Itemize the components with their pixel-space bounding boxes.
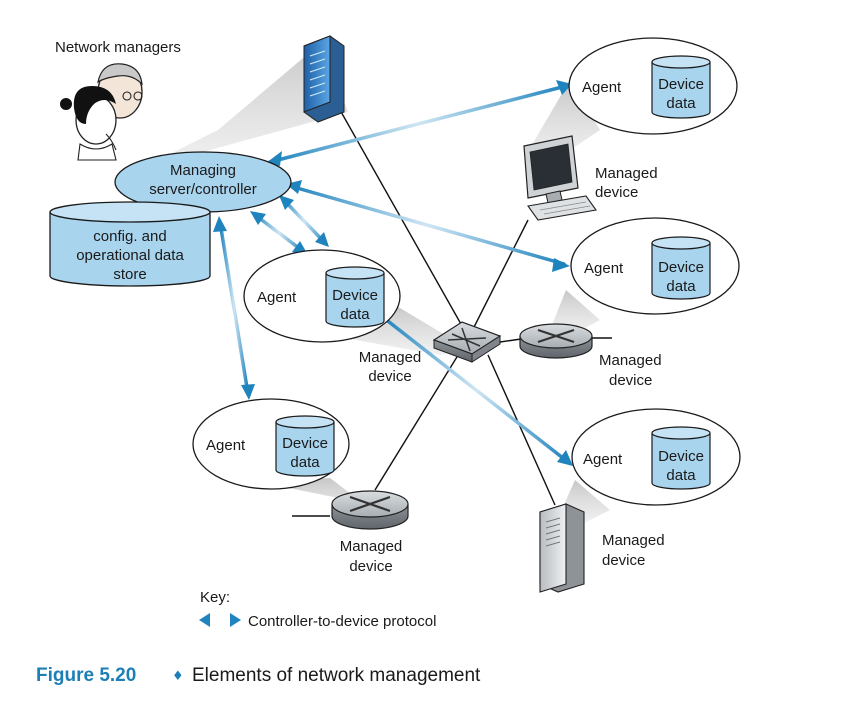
device-data-cylinder: Device data <box>275 415 335 477</box>
controller-label-line2: server/controller <box>149 181 257 198</box>
agent-label: Agent <box>257 289 297 306</box>
key-title: Key: <box>200 589 230 606</box>
arrow-controller-agent-top <box>268 84 568 164</box>
caption-bullet: ♦ <box>172 669 184 684</box>
router-icon-right <box>519 323 593 359</box>
desktop-computer-icon <box>523 135 597 221</box>
agent-label: Agent <box>206 437 246 454</box>
managed-device-label-router-bottom-line1: Managed <box>340 538 403 555</box>
store-label-line3: store <box>113 266 146 283</box>
network-links <box>292 109 612 517</box>
switch-icon <box>432 321 502 363</box>
agent-bubble-top: Agent Device data <box>568 37 738 135</box>
key-legend: Key: Controller-to-device protocol <box>199 589 436 630</box>
managing-server-icon <box>303 35 345 123</box>
device-data-line1: Device <box>658 76 704 93</box>
device-data-line1: Device <box>658 259 704 276</box>
store-label-line1: config. and <box>93 228 166 245</box>
agent-label: Agent <box>582 79 622 96</box>
device-data-line2: data <box>666 95 696 112</box>
managed-device-label-router-right-line1: Managed <box>599 352 662 369</box>
managed-device-label-pc-line1: Managed <box>595 165 658 182</box>
tower-server-icon <box>539 503 585 593</box>
figure-caption: Figure 5.20 ♦ Elements of network manage… <box>36 665 481 686</box>
managed-device-label-switch-line1: Managed <box>359 349 422 366</box>
arrow-controller-agent-bottom-left <box>218 220 250 396</box>
device-data-cylinder: Device data <box>325 266 385 328</box>
device-data-cylinder: Device data <box>651 426 711 490</box>
device-data-line2: data <box>290 454 320 471</box>
caption-text: Elements of network management <box>192 665 481 686</box>
caption-number: Figure 5.20 <box>36 665 136 686</box>
device-data-line2: data <box>666 278 696 295</box>
device-data-line2: data <box>666 467 696 484</box>
managed-device-label-pc-line2: device <box>595 184 638 201</box>
agent-label: Agent <box>583 451 623 468</box>
device-data-line1: Device <box>282 435 328 452</box>
managed-device-label-tower-line1: Managed <box>602 532 665 549</box>
agent-label: Agent <box>584 260 624 277</box>
device-data-line1: Device <box>332 287 378 304</box>
router-icon-bottom <box>331 490 409 530</box>
network-managers-label: Network managers <box>55 39 181 56</box>
device-data-line1: Device <box>658 448 704 465</box>
agent-bubble-bottom-right: Agent Device data <box>571 408 741 506</box>
managed-device-label-router-bottom-line2: device <box>349 558 392 575</box>
agent-bubble-mid: Agent Device data <box>570 217 740 315</box>
device-data-cylinder: Device data <box>651 236 711 300</box>
agent-bubble-center: Agent Device data <box>243 249 401 343</box>
agent-bubble-bottom-left: Agent Device data <box>192 398 350 490</box>
link-switch-pc <box>464 219 529 346</box>
protocol-arrows <box>213 80 573 466</box>
managed-device-label-router-right-line2: device <box>609 372 652 389</box>
beam-controller-server <box>138 42 348 170</box>
arrow-controller-agent-bottom-right <box>382 316 570 464</box>
arrow-controller-agent-center-b <box>280 196 328 246</box>
link-switch-tower <box>487 354 556 506</box>
arrow-controller-agent-center-a <box>252 212 306 254</box>
arrow-controller-agent-mid <box>288 184 566 266</box>
controller-label-line1: Managing <box>170 162 236 179</box>
device-data-line2: data <box>340 306 370 323</box>
managed-device-label-tower-line2: device <box>602 552 645 569</box>
store-label-line2: operational data <box>76 247 184 264</box>
config-data-store: config. and operational data store <box>49 201 211 287</box>
key-protocol-label: Controller-to-device protocol <box>248 613 436 630</box>
link-server-switch <box>339 109 471 341</box>
link-switch-router-bottom <box>374 351 461 491</box>
device-data-cylinder: Device data <box>651 55 711 119</box>
network-managers-icon <box>60 63 143 161</box>
managed-device-label-switch-line2: device <box>368 368 411 385</box>
